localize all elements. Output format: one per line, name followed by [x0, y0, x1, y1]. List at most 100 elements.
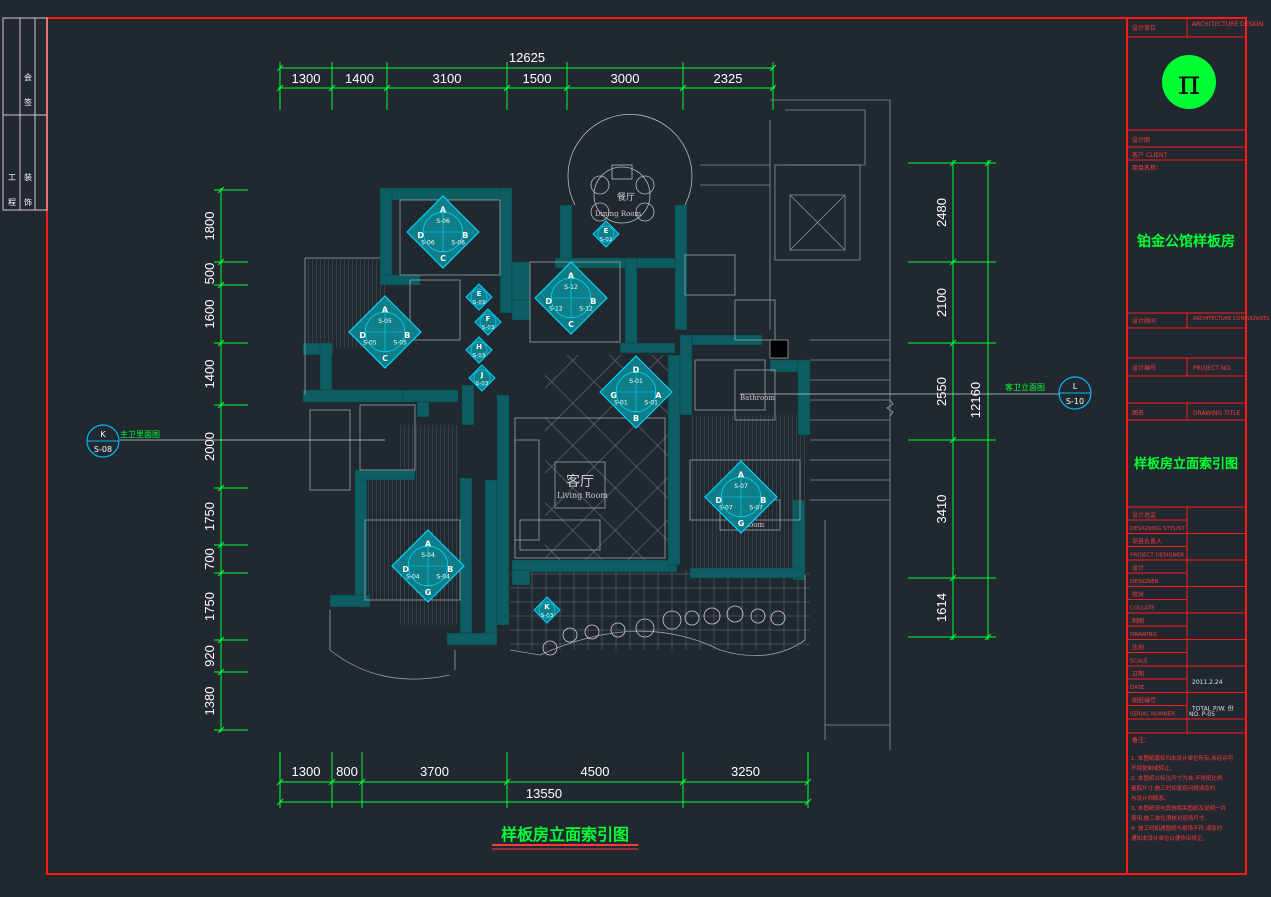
tb-row-val: TOTAL P/W. 份 [1191, 705, 1234, 713]
tb-row-en: DRAWING [1130, 632, 1157, 638]
tb-row-cn: 项目负责人 [1132, 538, 1162, 546]
svg-text:K: K [544, 603, 550, 611]
dining-cn: 餐厅 [617, 191, 635, 203]
tb-row-cn: 校对 [1132, 591, 1144, 599]
tb-row-en: SERIAL NUMBER [1130, 712, 1175, 718]
svg-text:C: C [382, 354, 388, 363]
bottom-dim-seg: 3250 [731, 764, 760, 779]
svg-text:主卫里面图: 主卫里面图 [120, 429, 160, 439]
svg-text:D: D [715, 496, 722, 505]
note-line: 2. 本图纸以标注尺寸为准,不得按比例 [1131, 774, 1223, 782]
bottom-total: 13550 [526, 786, 562, 801]
right-dim-seg: 2100 [934, 288, 949, 317]
bottom-dim-seg: 3700 [420, 764, 449, 779]
top-dim-seg: 1300 [292, 71, 321, 86]
svg-text:S-12: S-12 [549, 306, 563, 313]
small-marker-k[interactable]: KS-03 [533, 596, 561, 624]
tb-row-cn: 比例 [1132, 644, 1144, 652]
svg-text:B: B [462, 231, 468, 240]
project-no-en: PROJECT NO. [1193, 365, 1232, 372]
small-marker-e2[interactable]: E S-03 [465, 283, 493, 311]
svg-text:A: A [440, 206, 447, 215]
svg-text:E: E [477, 290, 482, 298]
note-line: 通知本设计单位以便作出修正。 [1131, 834, 1208, 842]
left-dim-seg: 1750 [202, 592, 217, 621]
drawing-title-value: 样板房立面索引图 [1134, 456, 1238, 472]
project-no-label: 设计编号 [1132, 364, 1156, 372]
design-unit-en: ARCHITECTURE DESIGN [1192, 21, 1263, 28]
note-line: 使用,施工单位须核对现场尺寸。 [1131, 814, 1210, 822]
svg-text:D: D [417, 231, 424, 240]
svg-text:S-07: S-07 [734, 483, 748, 490]
strip-text-6: 饰 [24, 197, 32, 207]
bottom-dim-seg: 800 [336, 764, 358, 779]
svg-text:S-04: S-04 [406, 574, 420, 581]
living-en: Living Room [557, 491, 608, 500]
drawing-title: 样板房立面索引图 [501, 825, 629, 844]
svg-text:S-10: S-10 [1066, 397, 1084, 406]
note-line: 4. 施工时如遇图纸与现场不符,请及时 [1131, 824, 1223, 832]
svg-text:L: L [1073, 382, 1078, 391]
small-marker-h[interactable]: HS-03 [465, 336, 493, 364]
tb-row-en: SCALE [1130, 659, 1148, 665]
drawing-title-en: DRAWING TITLE [1193, 410, 1241, 417]
left-dim-seg: 1380 [202, 687, 217, 716]
bath-label: Bathroom [740, 394, 775, 402]
svg-text:G: G [610, 391, 617, 400]
note-line: 1. 本图纸版权归本设计单位所有,未经许可 [1131, 754, 1234, 762]
top-total: 12625 [509, 50, 545, 65]
svg-text:S-05: S-05 [363, 340, 377, 347]
svg-text:C: C [568, 320, 574, 329]
svg-text:S-12: S-12 [579, 306, 593, 313]
svg-text:B: B [404, 331, 410, 340]
svg-text:A: A [382, 306, 389, 315]
strip-text-1: 会 [24, 72, 32, 82]
tb-row-cn: 日期 [1132, 670, 1144, 678]
left-dim-seg: 500 [202, 263, 217, 285]
left-dim-seg: 1600 [202, 300, 217, 329]
right-total: 12160 [968, 382, 983, 418]
dimension-lines [214, 62, 996, 808]
svg-text:S-04: S-04 [421, 552, 435, 559]
small-marker-e[interactable]: ES-02 [592, 220, 620, 248]
strip-text-3: 工 [8, 173, 16, 182]
top-dim-seg: 3000 [611, 71, 640, 86]
svg-text:B: B [447, 565, 453, 574]
title-block: 设计单位 ARCHITECTURE DESIGN π 设计图 客户 CLIENT… [1126, 17, 1269, 875]
small-marker-f[interactable]: FS-03 [474, 308, 502, 336]
svg-text:S-01: S-01 [629, 378, 643, 385]
floor-plan: 餐厅 Dining Room 客厅 Living Room Bathroom G… [302, 99, 894, 750]
small-marker-j[interactable]: JS-03 [468, 364, 496, 392]
logo-icon [1162, 55, 1216, 109]
drawing-title-label: 图名 [1132, 409, 1144, 417]
top-dim-seg: 3100 [433, 71, 462, 86]
svg-text:A: A [568, 272, 575, 281]
left-dim-seg: 2000 [202, 432, 217, 461]
svg-text:H: H [476, 343, 482, 351]
svg-text:S-01: S-01 [644, 400, 658, 407]
tb-row-en: DESIGNER [1130, 579, 1159, 585]
left-dim-seg: 1400 [202, 360, 217, 389]
top-dim-seg: 1400 [345, 71, 374, 86]
svg-text:S-03: S-03 [482, 325, 495, 331]
tb-row-en: PROJECT DESIGNER [1130, 553, 1184, 559]
svg-text:S-03: S-03 [473, 300, 486, 306]
note-line: 与设计师联系。 [1131, 794, 1170, 802]
svg-text:S-04: S-04 [436, 574, 450, 581]
note-line: 3. 本图纸须与其他相关图纸及说明一并 [1131, 804, 1226, 812]
left-dim-seg: 920 [202, 645, 217, 667]
project-name: 铂金公馆样板房 [1137, 233, 1235, 250]
bottom-dim-seg: 1300 [292, 764, 321, 779]
tb-row-cn: 设计 [1132, 564, 1144, 572]
svg-text:G: G [738, 519, 745, 528]
svg-text:D: D [359, 331, 366, 340]
